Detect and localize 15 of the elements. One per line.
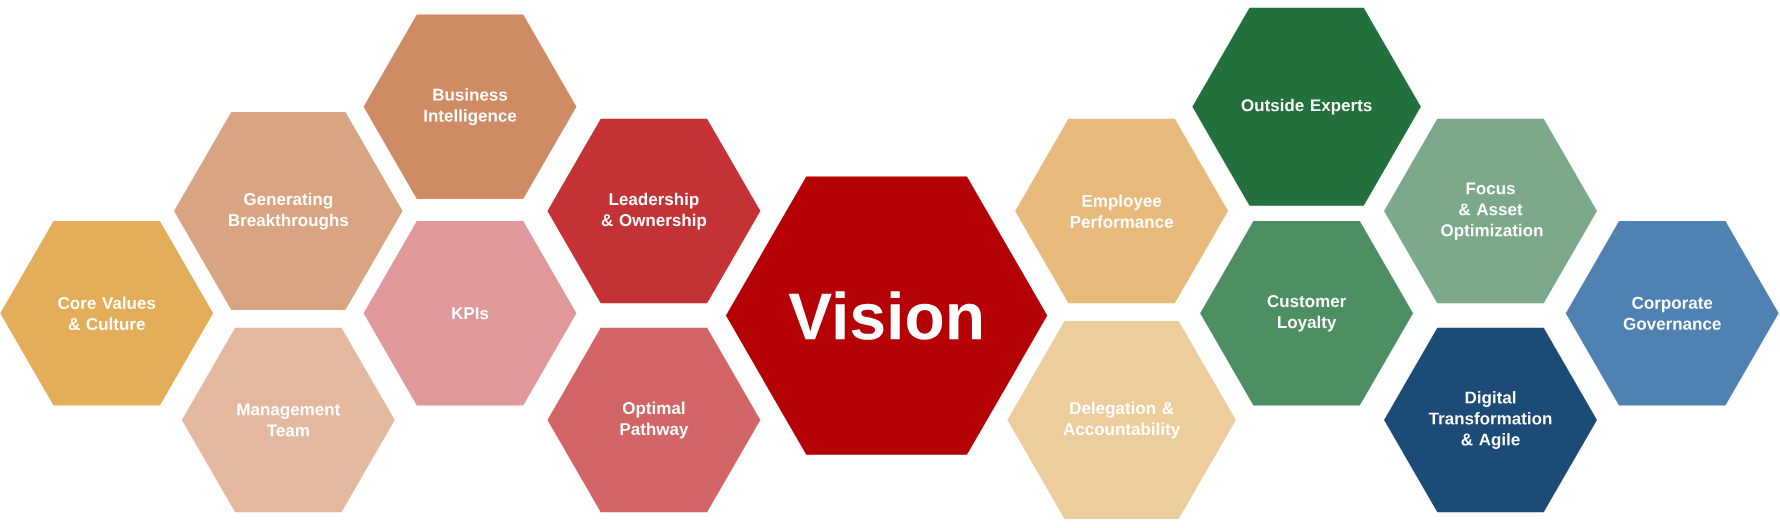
hexagon: Core Values & Culture [0, 221, 214, 406]
hexagon: KPIs [363, 221, 577, 406]
hexagon: Digital Transformation & Agile [1384, 327, 1597, 513]
hexagon: Optimal Pathway [547, 327, 761, 513]
hexagon: Employee Performance [1015, 118, 1229, 304]
hexagon: Focus & Asset Optimization [1384, 118, 1597, 304]
center-hexagon: Vision [725, 176, 1048, 455]
hexagon: Business Intelligence [363, 14, 577, 199]
hexagon: Management Team [181, 327, 395, 513]
hexagon: Customer Loyalty [1200, 221, 1414, 406]
hexagon: Outside Experts [1192, 7, 1421, 206]
hexagon: Generating Breakthroughs [174, 112, 403, 311]
hexagon: Corporate Governance [1565, 221, 1779, 406]
hexagon: Leadership & Ownership [547, 118, 761, 304]
hexagon: Delegation & Accountability [1007, 321, 1236, 519]
